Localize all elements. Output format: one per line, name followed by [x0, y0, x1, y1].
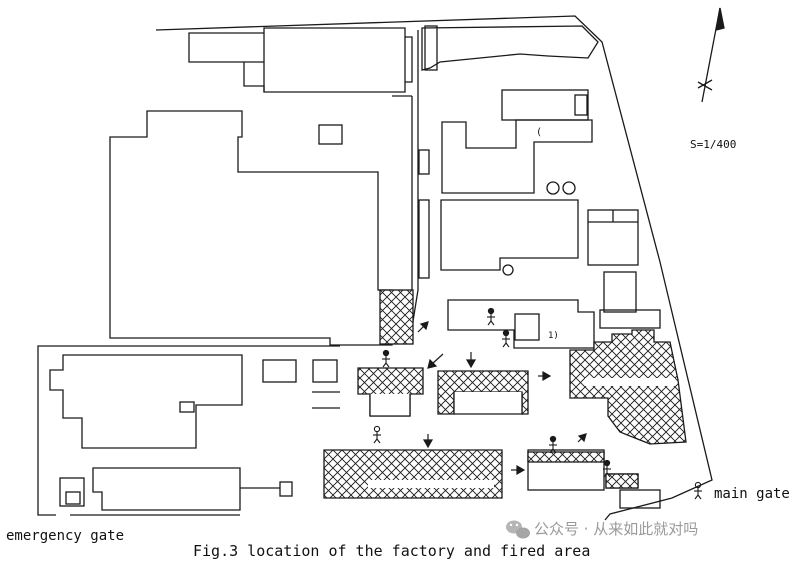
building-middle-right: 1): [447, 299, 595, 349]
person-icon: [603, 459, 611, 478]
fired-area-lower-mid-roof: [527, 451, 605, 463]
arrow-icon: [511, 464, 526, 476]
person-icon: [694, 481, 702, 500]
arrow-icon: [417, 321, 429, 333]
svg-text:(: (: [536, 127, 542, 138]
building-lower-left: [49, 354, 243, 449]
arrow-icon: [427, 353, 444, 369]
emergency-gate-label: emergency gate: [6, 528, 124, 544]
person-icon: [382, 349, 390, 368]
building-right-e: [603, 271, 637, 313]
site-boundary-top: [155, 15, 713, 521]
building-right-c: [440, 199, 579, 276]
fired-area-gate-house: [605, 473, 639, 489]
storage-tanks: [546, 181, 576, 195]
building-right-a: [501, 89, 589, 121]
building-bottom-left: [59, 467, 293, 511]
building-right-d: [587, 209, 639, 266]
building-top-left: [188, 27, 413, 93]
arrow-icon: [538, 370, 552, 382]
strip-a: [418, 149, 430, 175]
watermark-text: 公众号 · 从来如此就对吗: [534, 520, 698, 538]
fired-area-warehouse: [323, 449, 503, 499]
figure-caption: Fig.3 location of the factory and fired …: [193, 542, 590, 560]
building-lower-mid: [527, 449, 605, 491]
building-middle-small: [262, 359, 340, 409]
person-icon: [373, 425, 381, 444]
strip-b: [418, 199, 430, 279]
building-top-right: [421, 25, 599, 71]
site-boundary-left: [37, 345, 340, 516]
north-arrow-icon: [697, 7, 725, 103]
arrow-icon: [577, 433, 587, 443]
svg-text:1): 1): [548, 331, 559, 341]
building-main-factory: [109, 95, 413, 346]
scale-label: S=1/400: [690, 138, 736, 151]
person-icon: [487, 307, 495, 326]
building-right-b: (: [441, 119, 593, 194]
person-icon: [502, 329, 510, 348]
pipe-bridge: [599, 309, 661, 329]
arrow-icon: [465, 352, 477, 369]
main-gate-label: main gate: [714, 486, 790, 502]
fired-area-building-large: [569, 329, 687, 445]
person-icon: [549, 435, 557, 454]
arrow-icon: [422, 434, 434, 449]
wechat-logo-icon: [506, 520, 530, 539]
fired-area-wall-section: [379, 289, 414, 345]
